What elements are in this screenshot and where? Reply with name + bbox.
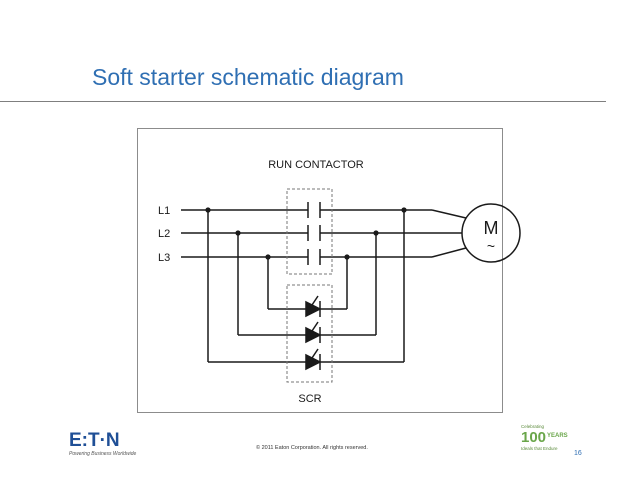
scr-thyristor-2	[305, 326, 322, 344]
slide-title: Soft starter schematic diagram	[92, 64, 404, 90]
run-contactor-label: RUN CONTACTOR	[268, 159, 364, 171]
badge-top-text: Celebrating	[521, 424, 545, 429]
eaton-logo: E:T·N	[69, 430, 120, 451]
badge-bottom-text: Ideals that Endure	[521, 446, 558, 451]
line-label-l1: L1	[158, 205, 170, 217]
scr-label: SCR	[298, 393, 321, 405]
motor-lead-1	[431, 209, 467, 219]
run-contactor-box	[286, 188, 333, 275]
badge-years: YEARS	[547, 433, 568, 439]
scr-thyristor-1	[305, 300, 322, 318]
page-number: 16	[574, 450, 582, 457]
centennial-badge: Celebrating 100 YEARS Ideals that Endure	[521, 424, 571, 458]
line-label-l3: L3	[158, 252, 170, 264]
motor-symbol	[461, 203, 521, 263]
scr-thyristor-3	[305, 353, 322, 371]
line-label-l2: L2	[158, 228, 170, 240]
title-divider	[0, 101, 606, 102]
motor-lead-3	[431, 247, 467, 258]
motor-ac-symbol: ~	[487, 238, 495, 254]
motor-letter: M	[484, 218, 499, 238]
copyright-text: © 2011 Eaton Corporation. All rights res…	[256, 445, 368, 451]
scr-box	[286, 284, 333, 383]
eaton-tagline: Powering Business Worldwide	[69, 451, 137, 457]
badge-number: 100	[521, 429, 547, 446]
